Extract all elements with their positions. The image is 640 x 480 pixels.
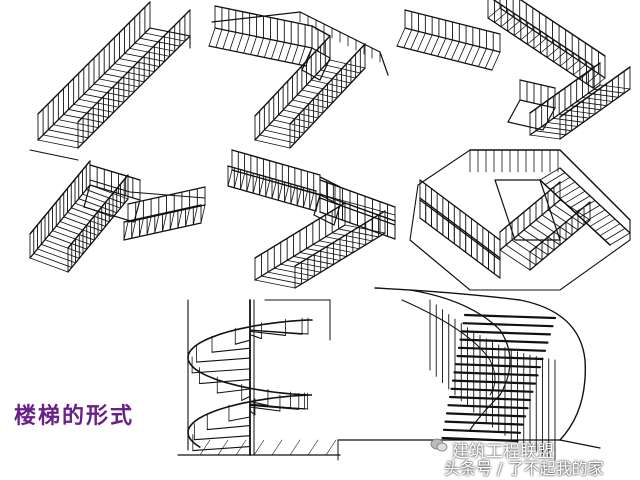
wechat-icon — [430, 438, 448, 452]
caption-stair-forms: 楼梯的形式 — [14, 404, 135, 429]
three-flight-stair — [227, 149, 396, 289]
l-shaped-landing-stair — [208, 5, 389, 149]
dog-leg-stair — [29, 160, 206, 273]
straight-run-stair — [29, 1, 191, 161]
scissor-stair — [409, 149, 631, 291]
u-shaped-return-stair — [396, 0, 631, 140]
watermark-line-2: 头条号 / 了不起我的家 — [444, 459, 604, 478]
spiral-stair — [177, 299, 341, 456]
watermark-line-1: 建筑工程联盟 — [452, 442, 554, 462]
curved-stair — [337, 287, 601, 461]
